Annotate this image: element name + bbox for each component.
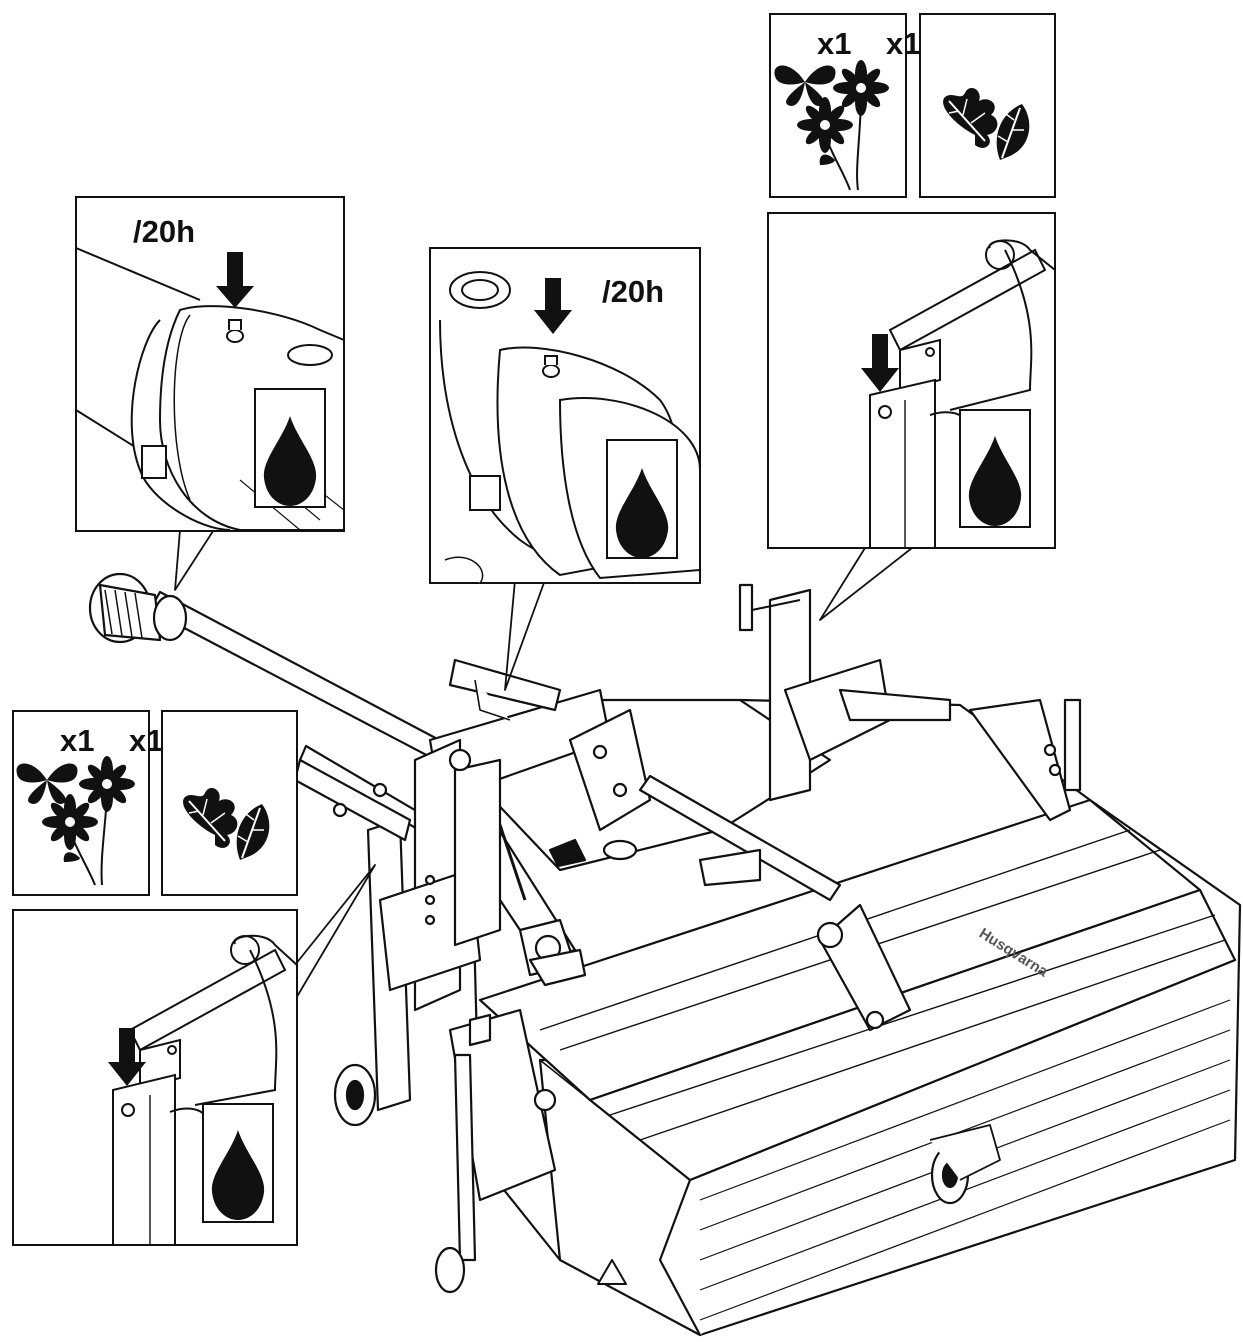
warning-triangle-icon xyxy=(597,1259,627,1285)
center-grease-callout xyxy=(429,247,701,584)
callout-pointers xyxy=(174,527,913,1001)
three-point-hitch xyxy=(293,658,652,1112)
top-right-consumables xyxy=(767,13,1056,549)
side-gearbox xyxy=(333,1008,1001,1294)
interval-label-left: /20h xyxy=(133,214,196,249)
parking-stand-detail xyxy=(112,934,298,1246)
mower-machine xyxy=(88,527,1242,1337)
arrow-down-icon xyxy=(861,334,899,392)
arrow-down-icon xyxy=(534,278,572,334)
interval-label-center: /20h xyxy=(602,274,665,309)
qty-label-flower-top: x1 xyxy=(817,26,852,61)
qty-label-flower-left: x1 xyxy=(60,723,95,758)
main-housing xyxy=(468,698,1242,1337)
arrow-down-icon xyxy=(108,1028,146,1086)
qty-label-leaf-left: x1 xyxy=(129,723,164,758)
arrow-down-icon xyxy=(216,252,254,308)
right-support xyxy=(638,583,1082,1032)
drive-shaft xyxy=(88,572,478,862)
parking-stand-detail xyxy=(869,239,1056,549)
qty-label-leaf-top: x1 xyxy=(886,26,921,61)
flower-icon xyxy=(16,756,135,886)
left-consumables xyxy=(12,710,298,1246)
flower-icon xyxy=(774,60,889,191)
left-grease-callout xyxy=(75,196,345,532)
